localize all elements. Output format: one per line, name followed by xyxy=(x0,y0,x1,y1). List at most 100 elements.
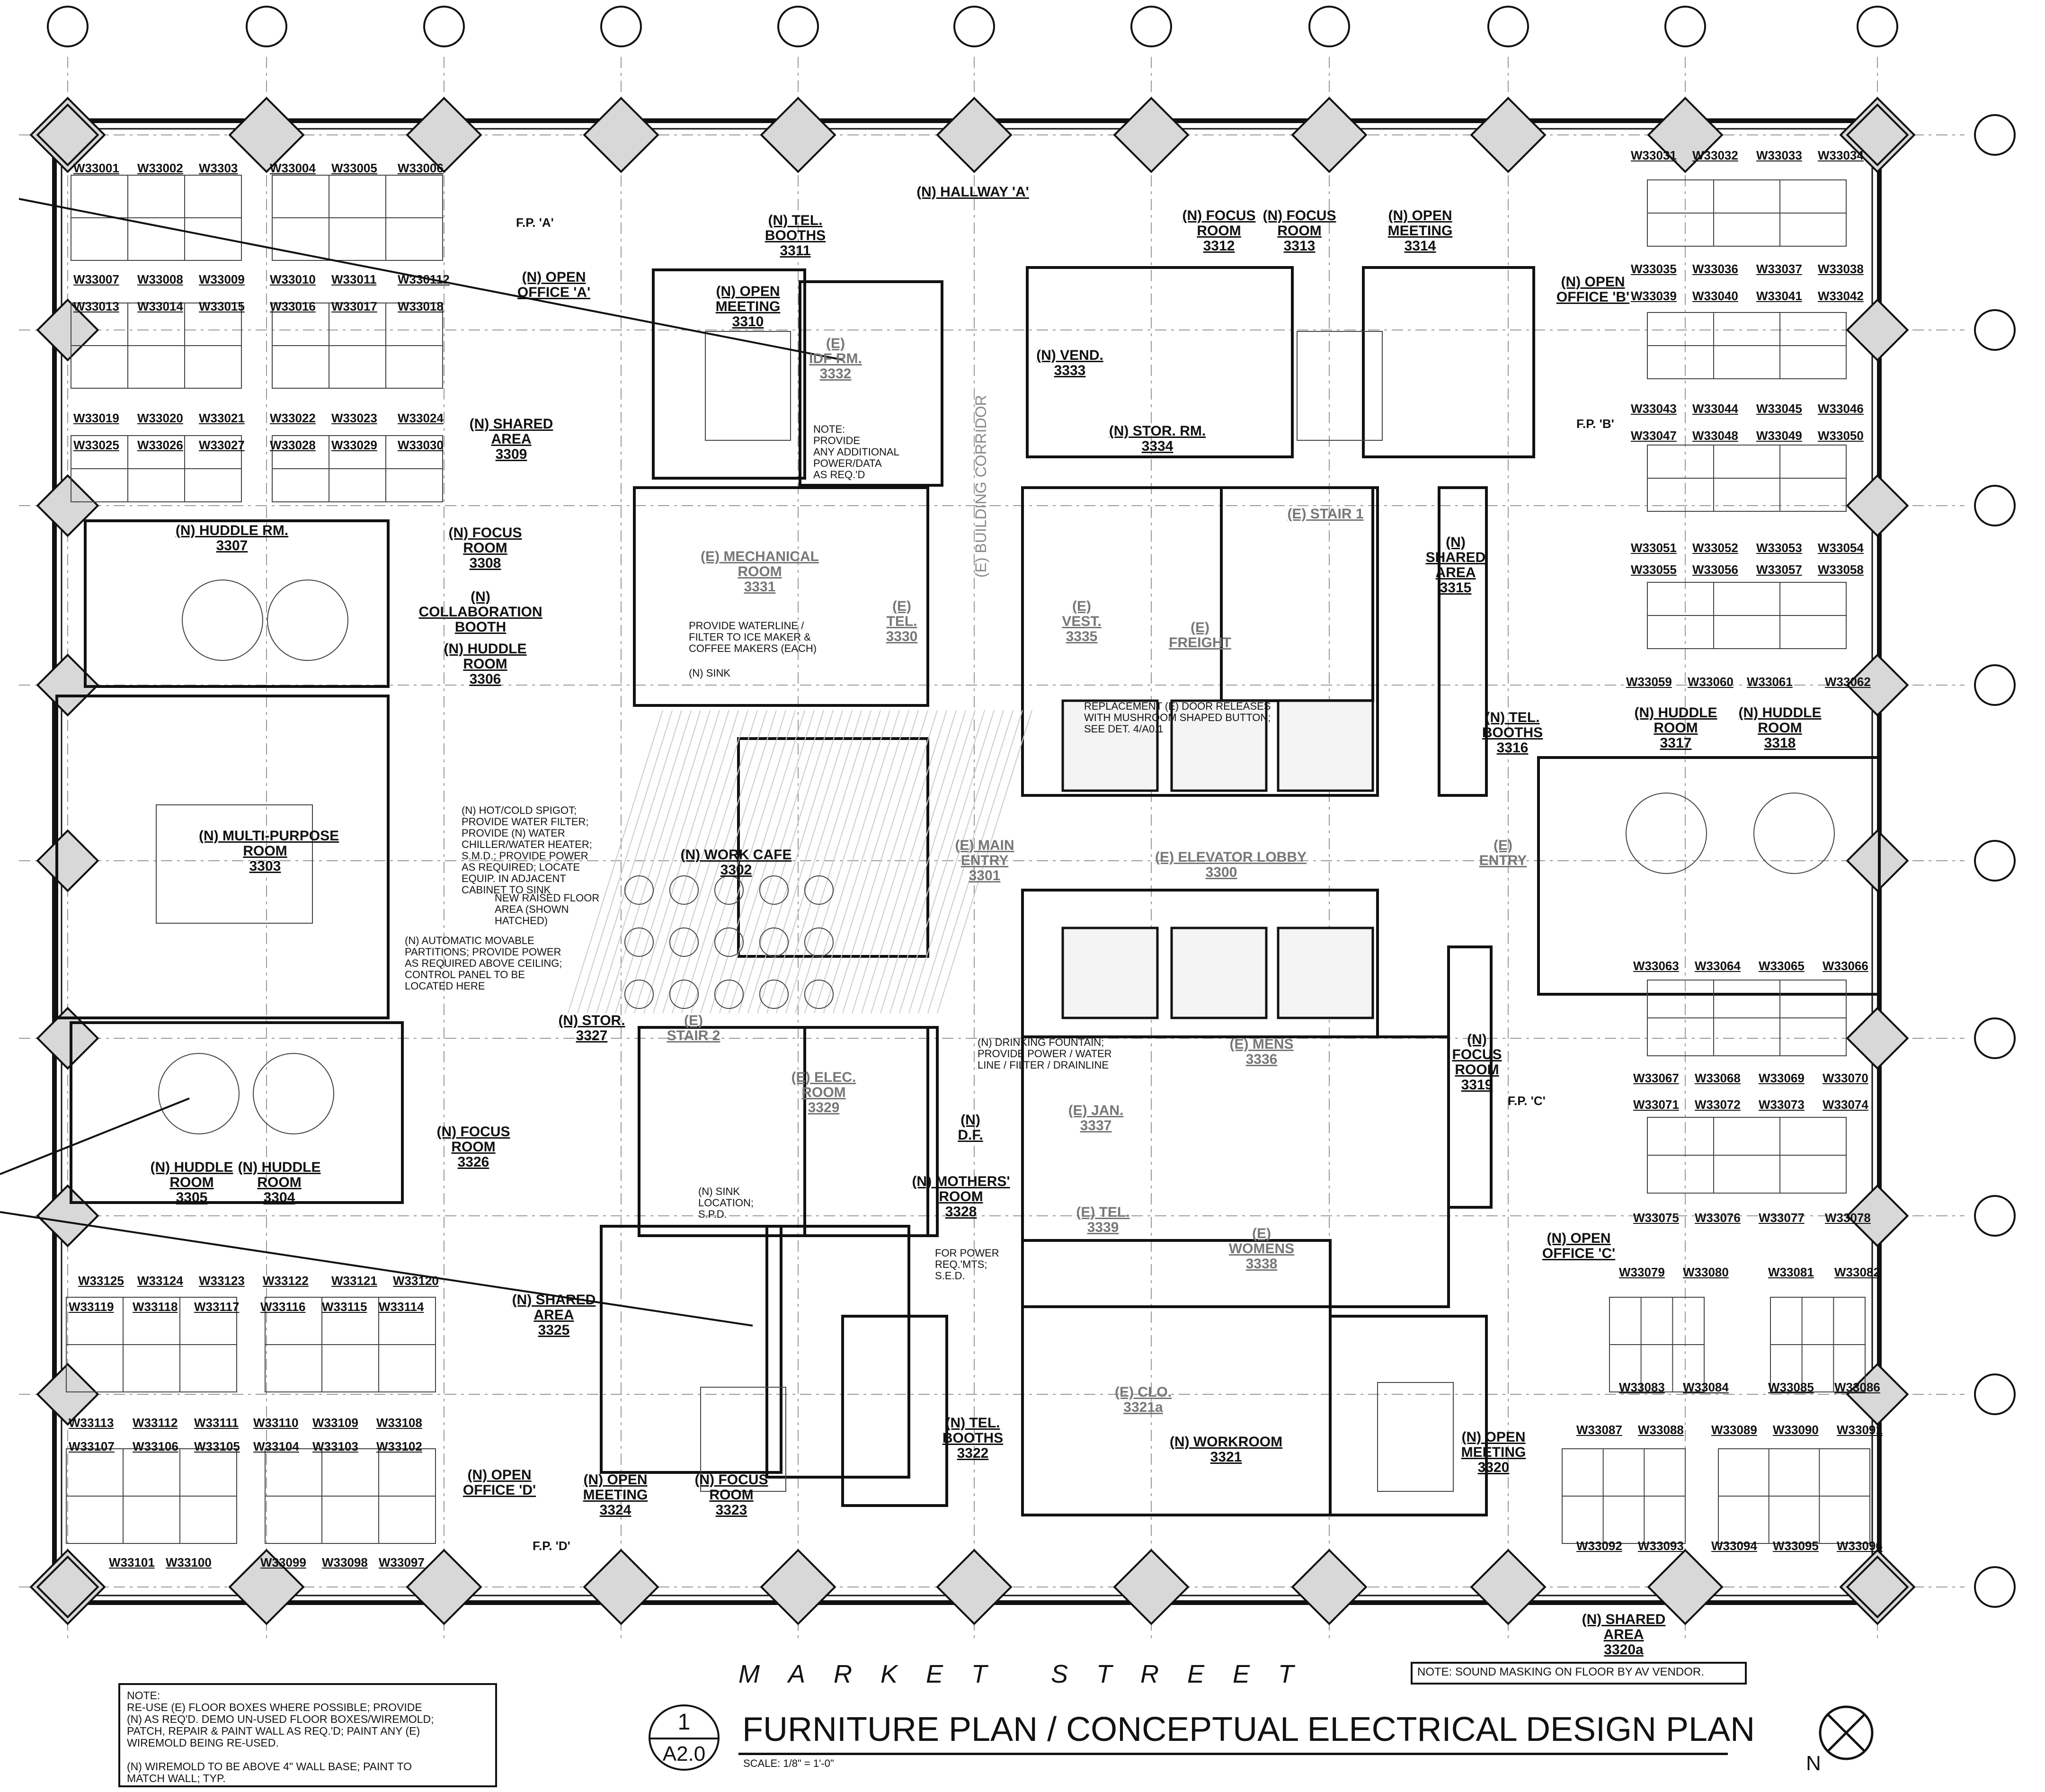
round-table xyxy=(182,580,263,661)
workstation-label: W33083 xyxy=(1619,1380,1665,1394)
room-number: 3308 xyxy=(469,555,501,571)
column-pier xyxy=(36,1555,99,1619)
room-number: 3314 xyxy=(1404,238,1436,254)
room-name: (E) VEST. xyxy=(1062,598,1102,629)
room-name: (E) IDF RM. xyxy=(809,336,862,366)
room-name: (N) HUDDLE ROOM xyxy=(238,1159,321,1190)
room-name: (N) HUDDLE ROOM xyxy=(1738,705,1822,736)
room-number: 3331 xyxy=(744,579,776,595)
room-label: (E) ENTRY xyxy=(1437,838,1569,868)
workstation-label: W33039 xyxy=(1631,289,1677,303)
room-label: (E) FREIGHT xyxy=(1134,620,1266,651)
room-number: 3318 xyxy=(1764,735,1796,751)
round-table xyxy=(1753,793,1835,874)
grid-bubble-row xyxy=(1974,114,2016,156)
room-name: (N) HUDDLE ROOM xyxy=(444,641,527,672)
workstation-label: W33078 xyxy=(1825,1211,1871,1225)
grid-bubble-col xyxy=(1487,6,1529,47)
raised-floor-hatch xyxy=(908,710,1004,1014)
grid-bubble-row xyxy=(1974,840,2016,882)
interior-wall xyxy=(633,486,929,707)
workstation-label: W33101 xyxy=(109,1555,155,1569)
room-number: 3313 xyxy=(1283,238,1316,254)
grid-bubble-col xyxy=(1130,6,1172,47)
room-name: (N) OPEN MEETING xyxy=(1461,1429,1526,1460)
workstation-label: W33111 xyxy=(194,1416,239,1430)
annotation-note: (E) BUILDING CORRIDOR xyxy=(972,395,989,578)
column-pier xyxy=(1846,653,1909,717)
workstation-label: W33033 xyxy=(1756,148,1802,162)
raised-floor-hatch xyxy=(889,710,985,1014)
interior-wall xyxy=(600,1225,782,1474)
interior-wall xyxy=(638,1026,929,1237)
annotation-note: NEW RAISED FLOOR AREA (SHOWN HATCHED) xyxy=(495,892,600,927)
workstation-label: W33092 xyxy=(1576,1539,1622,1553)
workstation-label: W33029 xyxy=(331,438,377,452)
raised-floor-hatch xyxy=(814,710,909,1014)
room-number: 3309 xyxy=(495,446,527,462)
workstation-label: W33116 xyxy=(260,1300,306,1314)
cafe-table xyxy=(669,980,699,1009)
raised-floor-hatch xyxy=(587,710,682,1014)
room-name: (N) SHARED AREA xyxy=(469,416,553,447)
annotation-note: (N) SINK LOCATION; S.P.D. xyxy=(698,1186,754,1220)
workstation-label: W33058 xyxy=(1818,562,1864,577)
conference-table xyxy=(156,804,313,924)
room-number: 3316 xyxy=(1496,740,1529,756)
raised-floor-hatch xyxy=(937,710,1032,1014)
annotation-note: REPLACEMENT (E) DOOR RELEASES WITH MUSHR… xyxy=(1084,700,1271,735)
raised-floor-hatch xyxy=(776,710,871,1014)
room-name: (N) VEND. xyxy=(1036,348,1103,363)
workstation-label: W33034 xyxy=(1818,148,1864,162)
column-pier xyxy=(1113,1549,1190,1625)
workstation-label: W33022 xyxy=(270,411,316,425)
raised-floor-hatch xyxy=(624,710,720,1014)
workstation-label: W33050 xyxy=(1818,428,1864,443)
workstation-label: W33114 xyxy=(379,1300,424,1314)
workstation-label: W33010 xyxy=(270,272,316,286)
column-pier xyxy=(228,97,305,173)
room-name: (E) MECHANICAL ROOM xyxy=(701,549,819,580)
room-number: 3337 xyxy=(1080,1118,1112,1133)
workstation-label: W33069 xyxy=(1759,1071,1805,1085)
raised-floor-hatch xyxy=(681,710,777,1014)
workstation-label: W33077 xyxy=(1759,1211,1805,1225)
room-label: (N) OPEN OFFICE 'A' xyxy=(488,270,620,300)
column-pier xyxy=(1846,1007,1909,1070)
workstation-label: W33052 xyxy=(1692,541,1738,555)
column-pier xyxy=(1291,97,1368,173)
workstation-label: W33054 xyxy=(1818,541,1864,555)
workstation-label: W33072 xyxy=(1695,1097,1741,1112)
elevator-car xyxy=(1170,699,1268,792)
room-number: 3325 xyxy=(538,1322,570,1338)
fireplace-label: F.P. 'B' xyxy=(1576,417,1614,431)
room-name: (N) FOCUS ROOM xyxy=(448,525,522,556)
cafe-table xyxy=(624,875,654,905)
room-number: 3304 xyxy=(263,1190,295,1205)
interior-wall xyxy=(55,695,390,1019)
meeting-table xyxy=(1377,1382,1454,1492)
room-name: (E) WOMENS xyxy=(1228,1226,1295,1257)
workstation-label: W33011 xyxy=(331,272,377,286)
workstation-label: W33060 xyxy=(1688,675,1734,689)
workstation-label: W33098 xyxy=(322,1555,368,1569)
workstation-label: W33038 xyxy=(1818,262,1864,276)
workstation-label: W33122 xyxy=(263,1274,309,1288)
raised-floor-hatch xyxy=(653,710,748,1014)
column-pier xyxy=(760,1549,836,1625)
room-label: (E) TEL.3339 xyxy=(1037,1205,1169,1235)
annotation-note: (N) AUTOMATIC MOVABLE PARTITIONS; PROVID… xyxy=(405,935,562,992)
interior-wall xyxy=(803,1026,939,1237)
workstation-label: W330112 xyxy=(398,272,450,286)
workstation-label: W33045 xyxy=(1756,401,1802,416)
room-number: 3317 xyxy=(1660,735,1692,751)
workstation-label: W33056 xyxy=(1692,562,1738,577)
